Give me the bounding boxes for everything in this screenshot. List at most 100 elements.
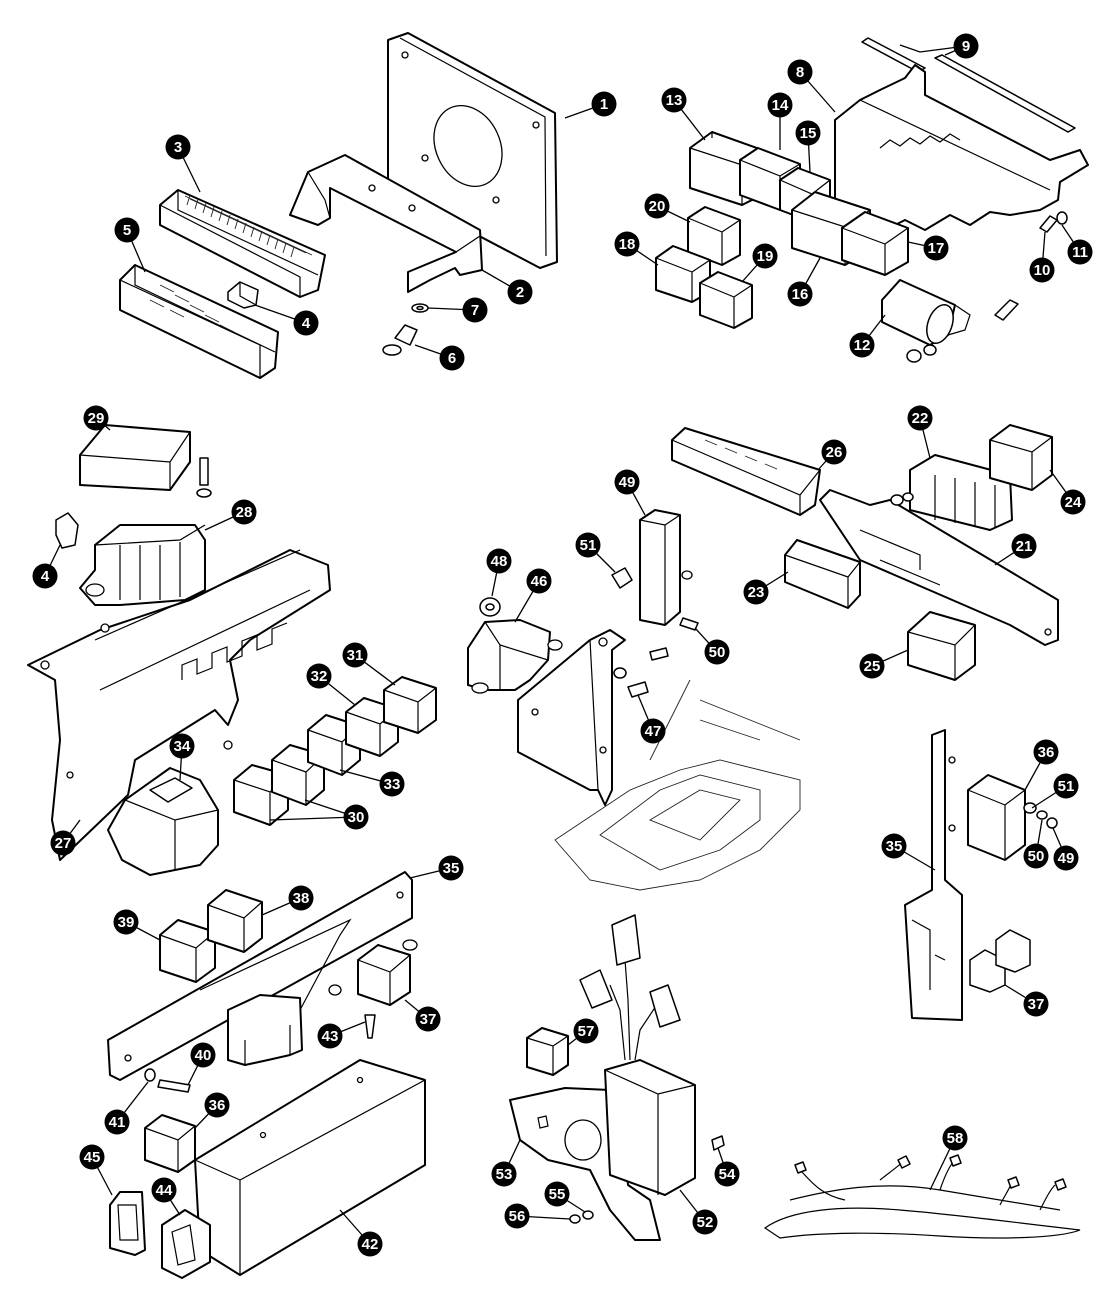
- callout-dot: [1023, 991, 1049, 1017]
- callout-dot: [795, 120, 821, 146]
- callout-number: 48: [491, 553, 508, 570]
- callout-c19: 19: [752, 243, 778, 269]
- callout-c23: 23: [743, 579, 769, 605]
- callout-c49a: 49: [614, 469, 640, 495]
- callout-number: 52: [697, 1214, 714, 1231]
- callout-number: 38: [293, 890, 310, 907]
- fuse-box-part-3: [159, 189, 326, 298]
- nut-part-48: [479, 597, 501, 617]
- callout-number: 9: [962, 38, 970, 55]
- callout-c35b: 35: [881, 833, 907, 859]
- boot-part-45: [109, 1191, 146, 1256]
- callout-dot: [357, 1231, 383, 1257]
- callout-c6: 6: [439, 345, 465, 371]
- callout-c38: 38: [288, 885, 314, 911]
- screw-part-50-mid: [679, 617, 699, 631]
- relay-plate-part-21: [819, 489, 1059, 646]
- callout-c41: 41: [104, 1109, 130, 1135]
- callout-number: 57: [578, 1023, 595, 1040]
- callout-dot: [640, 718, 666, 744]
- callout-c49b: 49: [1053, 845, 1079, 871]
- relay-plate-part-27: [27, 549, 331, 861]
- callout-dot: [50, 830, 76, 856]
- callout-number: 43: [322, 1028, 339, 1045]
- callout-number: 40: [195, 1047, 212, 1064]
- callout-dot: [379, 771, 405, 797]
- callout-c37a: 37: [1023, 991, 1049, 1017]
- callout-c54: 54: [714, 1161, 740, 1187]
- callout-dot: [165, 134, 191, 160]
- screw-part-10: [1039, 215, 1058, 233]
- callout-dot: [169, 733, 195, 759]
- mounting-plate-part-53: [509, 1087, 661, 1241]
- callout-number: 51: [1058, 778, 1075, 795]
- callout-c4a: 4: [293, 310, 319, 336]
- callout-dot: [113, 909, 139, 935]
- callout-number: 29: [88, 410, 105, 427]
- callout-c36a: 36: [1033, 739, 1059, 765]
- callout-c3: 3: [165, 134, 191, 160]
- screw-part-47: [613, 647, 669, 698]
- callout-dot: [343, 804, 369, 830]
- callout-number: 36: [1038, 744, 1055, 761]
- callout-number: 22: [912, 410, 929, 427]
- callout-c51b: 51: [1053, 773, 1079, 799]
- mounting-strip-part-35-right: [904, 729, 963, 1021]
- callout-c13: 13: [661, 87, 687, 113]
- callout-dot: [767, 92, 793, 118]
- callout-number: 35: [886, 838, 903, 855]
- callout-dot: [507, 279, 533, 305]
- callout-c27: 27: [50, 830, 76, 856]
- callout-c36b: 36: [204, 1092, 230, 1118]
- callout-c35a: 35: [438, 855, 464, 881]
- washer-part-7: [411, 303, 429, 313]
- washer-part-11: [1056, 211, 1068, 225]
- callout-c28: 28: [231, 499, 257, 525]
- callout-c2: 2: [507, 279, 533, 305]
- callout-number: 54: [719, 1166, 736, 1183]
- callout-number: 31: [347, 647, 364, 664]
- callout-c57: 57: [573, 1018, 599, 1044]
- callout-number: 34: [174, 738, 191, 755]
- callout-c46: 46: [526, 568, 552, 594]
- callout-number: 6: [448, 350, 456, 367]
- relay-part-36-bottom: [144, 1114, 196, 1173]
- callout-dot: [942, 1125, 968, 1151]
- callout-c25: 25: [859, 653, 885, 679]
- callout-c22: 22: [907, 405, 933, 431]
- callout-number: 49: [1058, 850, 1075, 867]
- washers-right: [1023, 802, 1058, 829]
- bracket-center: [517, 629, 626, 806]
- callout-dot: [1067, 239, 1093, 265]
- callout-c5: 5: [114, 217, 140, 243]
- callout-c39: 39: [113, 909, 139, 935]
- callout-number: 32: [311, 668, 328, 685]
- relay-part-39: [159, 919, 216, 983]
- callout-c9: 9: [953, 33, 979, 59]
- callout-c53: 53: [491, 1161, 517, 1187]
- fuse-part-4-top: [227, 281, 259, 309]
- callout-dot: [821, 439, 847, 465]
- strips-part-9: [861, 37, 1076, 133]
- callout-number: 45: [84, 1149, 101, 1166]
- callout-dot: [293, 310, 319, 336]
- callout-c48: 48: [486, 548, 512, 574]
- screw-part-43: [364, 1014, 376, 1039]
- relay-part-31: [383, 676, 437, 734]
- callout-dot: [151, 1177, 177, 1203]
- callout-c11: 11: [1067, 239, 1093, 265]
- callout-c34: 34: [169, 733, 195, 759]
- callout-dot: [859, 653, 885, 679]
- callout-dot: [438, 855, 464, 881]
- relays-part-37-right: [969, 929, 1031, 993]
- callout-dot: [83, 405, 109, 431]
- callout-number: 2: [516, 284, 524, 301]
- callout-number: 10: [1034, 262, 1051, 279]
- callout-number: 39: [118, 914, 135, 931]
- callout-c43: 43: [317, 1023, 343, 1049]
- fuse-holder-part-28: [79, 524, 206, 606]
- callout-dot: [104, 1109, 130, 1135]
- callout-number: 8: [796, 64, 804, 81]
- callout-dot: [692, 1209, 718, 1235]
- callout-number: 4: [41, 568, 50, 585]
